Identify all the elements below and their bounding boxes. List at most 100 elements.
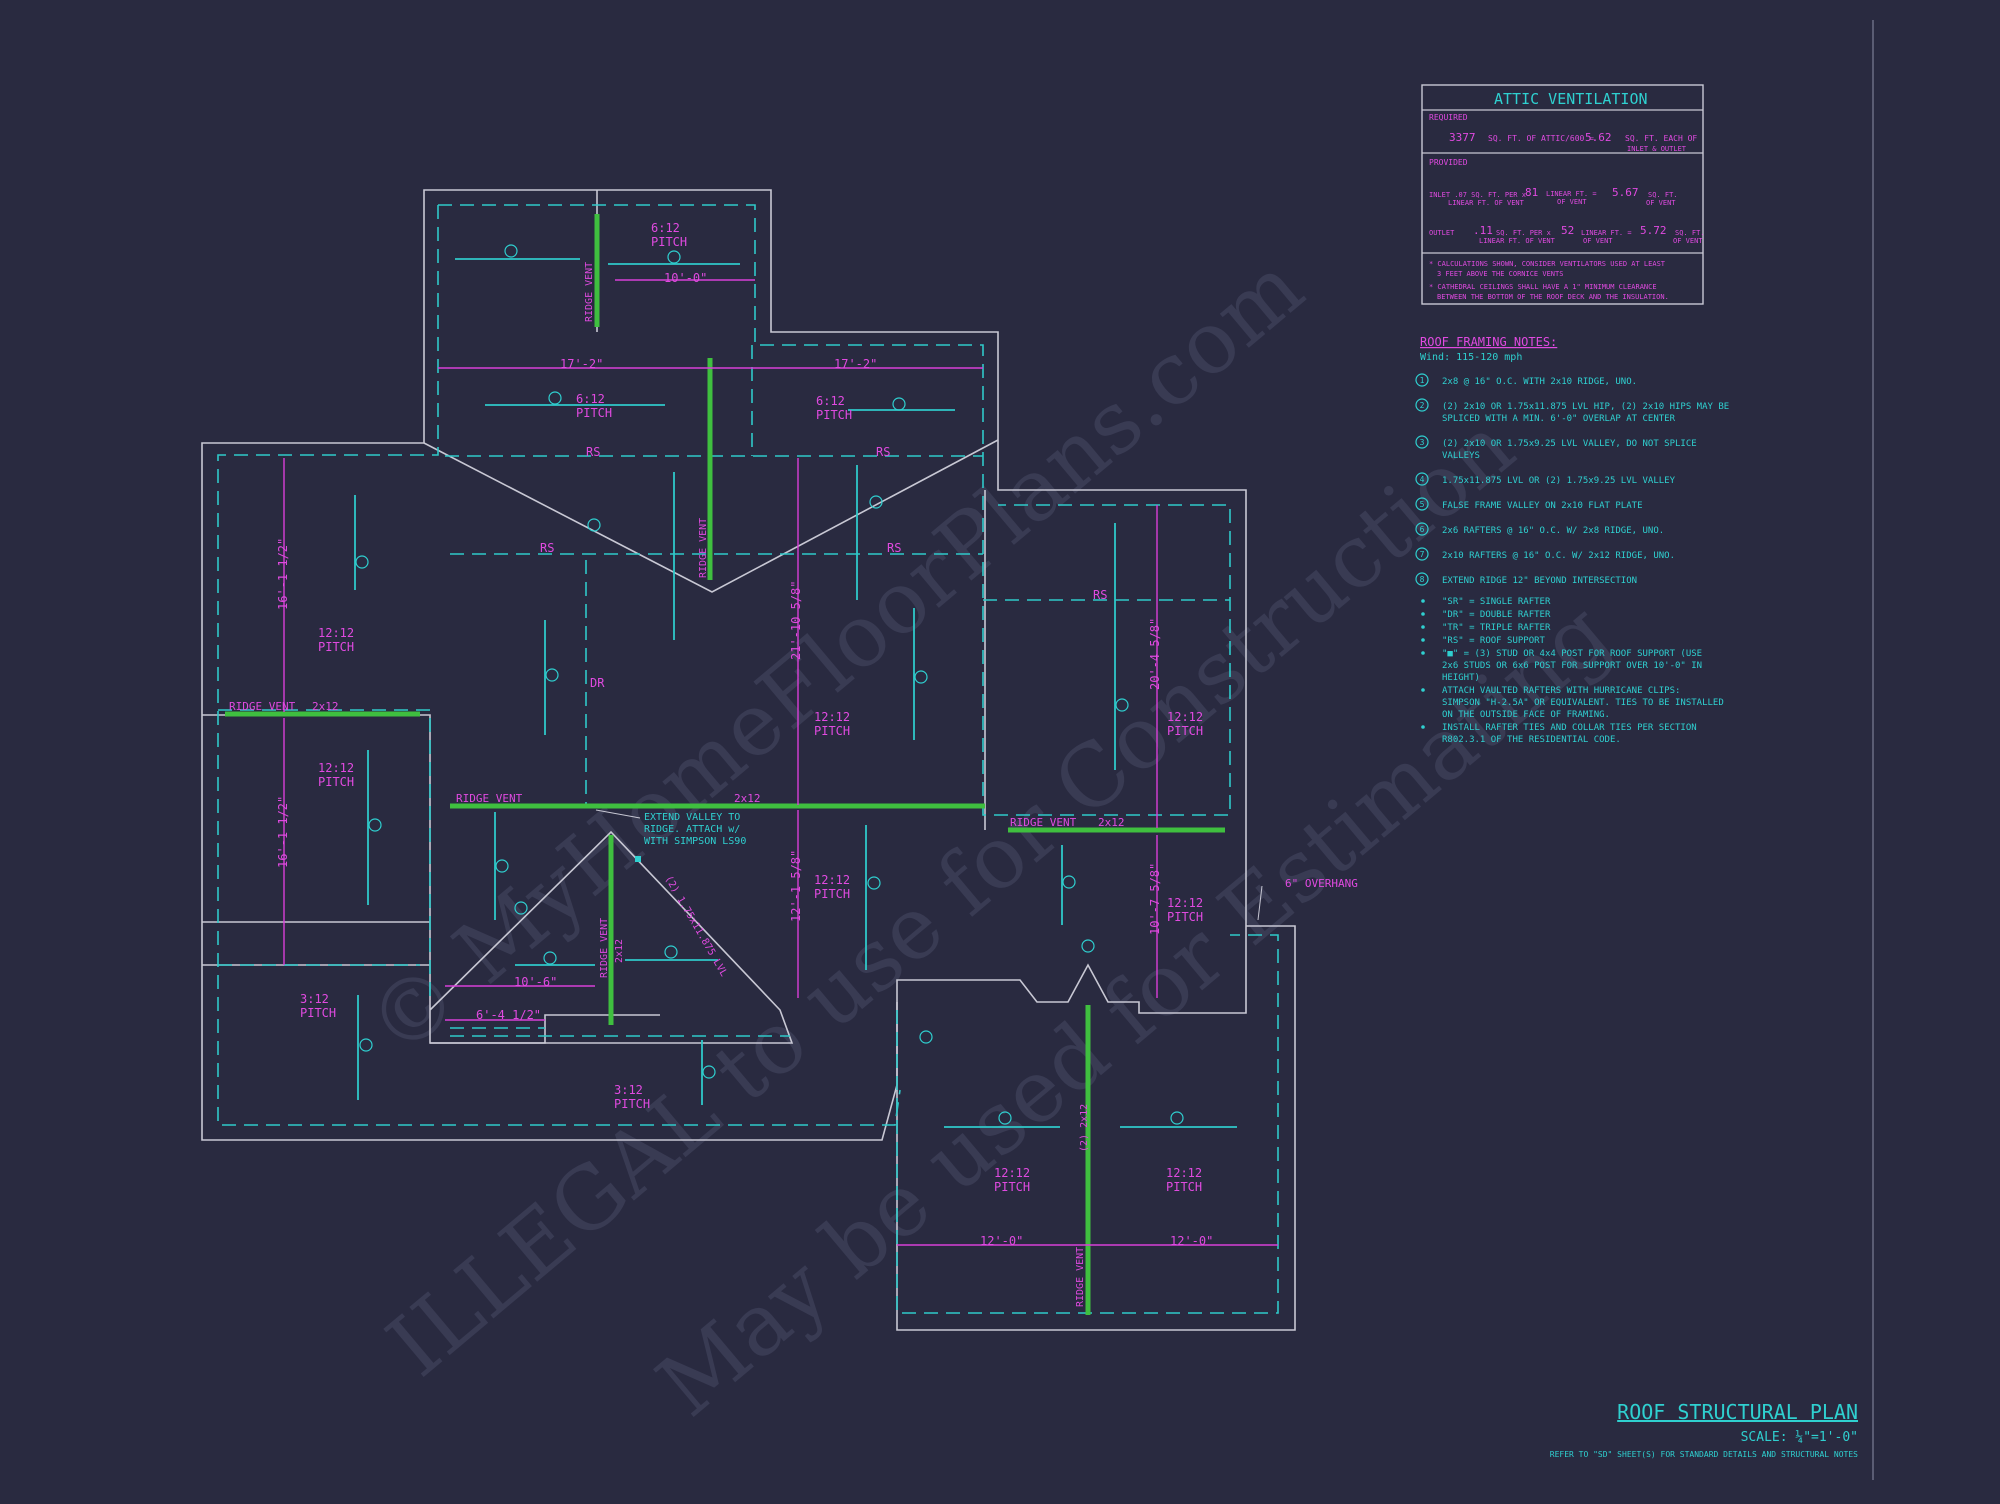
roof-support-label: RS <box>540 541 554 555</box>
pitch-word: PITCH <box>1167 724 1203 738</box>
pitch-value: 6:12 <box>576 392 605 406</box>
bullet-dot <box>1421 638 1425 642</box>
note-tags <box>355 244 1184 1125</box>
pitch-value: 3:12 <box>300 992 329 1006</box>
bullet-text: HEIGHT) <box>1442 673 1480 683</box>
ridge-size-label: 2x12 <box>614 939 625 963</box>
dimension-text: 10'-7 5/8" <box>1148 863 1162 935</box>
note-number: 4 <box>1420 475 1425 484</box>
bullet-dot <box>1421 612 1425 616</box>
note-number: 6 <box>1420 525 1425 534</box>
bullet-text: "RS" = ROOF SUPPORT <box>1442 636 1546 646</box>
pitch-labels: 6:12 PITCH 6:12 PITCH 6:12 PITCH 12:12 P… <box>300 221 1203 1194</box>
bullet-text: ON THE OUTSIDE FACE OF FRAMING. <box>1442 710 1610 720</box>
title-block: ROOF STRUCTURAL PLAN SCALE: ¼"=1'-0" REF… <box>1550 1400 1858 1459</box>
watermark: © MyHomeFloorPlans.com ILLEGAL to use fo… <box>349 237 1628 1436</box>
dimension-text: 10'-0" <box>664 271 707 285</box>
ridge-vent-label: RIDGE VENT <box>584 262 595 322</box>
pitch-word: PITCH <box>816 408 852 422</box>
pitch-word: PITCH <box>651 235 687 249</box>
attic-outlet-unit: SQ. FT. <box>1675 229 1705 237</box>
note-number-circle <box>1415 435 1429 449</box>
pitch-value: 12:12 <box>1167 896 1203 910</box>
extend-valley-note-1: EXTEND VALLEY TO <box>644 812 740 823</box>
note-number: 8 <box>1420 575 1425 584</box>
dimension-text: 12'-0" <box>980 1234 1023 1248</box>
bullet-text: SIMPSON "H-2.5A" OR EQUIVALENT. TIES TO … <box>1442 698 1724 708</box>
bullet-dot <box>1421 599 1425 603</box>
note-text: FALSE FRAME VALLEY ON 2x10 FLAT PLATE <box>1442 501 1642 511</box>
pitch-word: PITCH <box>300 1006 336 1020</box>
pitch-value: 6:12 <box>651 221 680 235</box>
roof-support-label: RS <box>887 541 901 555</box>
bullet-text: "SR" = SINGLE RAFTER <box>1442 597 1551 607</box>
dimension-text: 17'-2" <box>834 357 877 371</box>
note-number: 5 <box>1420 500 1425 509</box>
attic-inlet-unit: SQ. FT. <box>1648 191 1678 199</box>
ridge-vent-label: RIDGE VENT <box>1010 816 1077 829</box>
attic-outlet-text-2: SQ. FT. PER x <box>1496 229 1551 237</box>
roof-support-label: RS <box>876 445 890 459</box>
attic-outlet-rate: .11 <box>1473 224 1493 237</box>
dimension-text: 20'-4 5/8" <box>1148 618 1162 690</box>
pitch-value: 12:12 <box>318 626 354 640</box>
attic-required-label: REQUIRED <box>1429 113 1468 122</box>
note-number: 1 <box>1420 376 1425 385</box>
bullet-text: "■" = (3) STUD OR 4x4 POST FOR ROOF SUPP… <box>1442 649 1702 659</box>
dimension-text: 12'-1 5/8" <box>789 850 803 922</box>
attic-ventilation-table: ATTIC VENTILATION REQUIRED 3377 SQ. FT. … <box>1421 84 1705 305</box>
pitch-word: PITCH <box>318 640 354 654</box>
bullet-dot <box>1421 688 1425 692</box>
attic-required-unit-2: INLET & OUTLET <box>1627 145 1687 153</box>
note-text: 2x8 @ 16" O.C. WITH 2x10 RIDGE, UNO. <box>1442 377 1637 387</box>
bullet-text: ATTACH VAULTED RAFTERS WITH HURRICANE CL… <box>1442 686 1680 696</box>
pitch-value: 3:12 <box>614 1083 643 1097</box>
sheet-scale: SCALE: ¼"=1'-0" <box>1741 1430 1858 1445</box>
dimension-text: 6'-4 1/2" <box>476 1008 541 1022</box>
note-number-circle <box>1415 472 1429 486</box>
attic-outlet-result: 5.72 <box>1640 224 1667 237</box>
attic-outlet-lf: 52 <box>1561 224 1574 237</box>
attic-inlet-lf-sub: OF VENT <box>1557 198 1587 206</box>
double-rafter-label: DR <box>590 676 605 690</box>
dimension-text: 10'-6" <box>514 975 557 989</box>
pitch-word: PITCH <box>576 406 612 420</box>
dimension-text: 17'-2" <box>560 357 603 371</box>
note-number-circle <box>1415 497 1429 511</box>
pitch-word: PITCH <box>994 1180 1030 1194</box>
ridge-vent-label: RIDGE VENT <box>229 700 296 713</box>
ridge-size-label: 2x12 <box>312 700 339 713</box>
attic-required-sqft: 3377 <box>1449 131 1476 144</box>
note-text: 2x6 RAFTERS @ 16" O.C. W/ 2x8 RIDGE, UNO… <box>1442 526 1664 536</box>
ridge-vent-label: RIDGE VENT <box>698 518 709 578</box>
note-text: VALLEYS <box>1442 451 1480 461</box>
post-symbol <box>635 856 641 862</box>
pitch-word: PITCH <box>614 1097 650 1111</box>
overhang-lines <box>217 204 1279 1314</box>
pitch-word: PITCH <box>1167 910 1203 924</box>
note-number: 7 <box>1420 550 1425 559</box>
dimension-text: 12'-0" <box>1170 1234 1213 1248</box>
ridge-size-label: 2x12 <box>1098 816 1125 829</box>
dimension-lines <box>283 279 1278 1246</box>
extend-valley-note-3: WITH SIMPSON LS90 <box>644 836 746 847</box>
extend-valley-note-2: RIDGE. ATTACH w/ <box>644 824 740 835</box>
attic-outlet-text: OUTLET <box>1429 229 1455 237</box>
note-text: (2) 2x10 OR 1.75x11.875 LVL HIP, (2) 2x1… <box>1442 402 1729 412</box>
pitch-word: PITCH <box>814 887 850 901</box>
attic-inlet-unit-2: OF VENT <box>1646 199 1676 207</box>
attic-note-2a: * CATHEDRAL CEILINGS SHALL HAVE A 1" MIN… <box>1429 283 1657 291</box>
callouts: EXTEND VALLEY TO RIDGE. ATTACH w/ WITH S… <box>644 812 1358 890</box>
pitch-value: 12:12 <box>814 873 850 887</box>
attic-note-1b: 3 FEET ABOVE THE CORNICE VENTS <box>1437 270 1563 278</box>
ridge-vent-label: RIDGE VENT <box>456 792 523 805</box>
pitch-value: 12:12 <box>814 710 850 724</box>
note-text: (2) 2x10 OR 1.75x9.25 LVL VALLEY, DO NOT… <box>1442 439 1697 449</box>
attic-inlet-sub: LINEAR FT. OF VENT <box>1448 199 1525 207</box>
pitch-value: 12:12 <box>1167 710 1203 724</box>
dimension-texts: 10'-0" 17'-2" 17'-2" 16'-1 1/2" 16'-1 1/… <box>276 271 1213 1248</box>
bullet-text: INSTALL RAFTER TIES AND COLLAR TIES PER … <box>1442 723 1697 733</box>
attic-note-1a: * CALCULATIONS SHOWN, CONSIDER VENTILATO… <box>1429 260 1666 268</box>
